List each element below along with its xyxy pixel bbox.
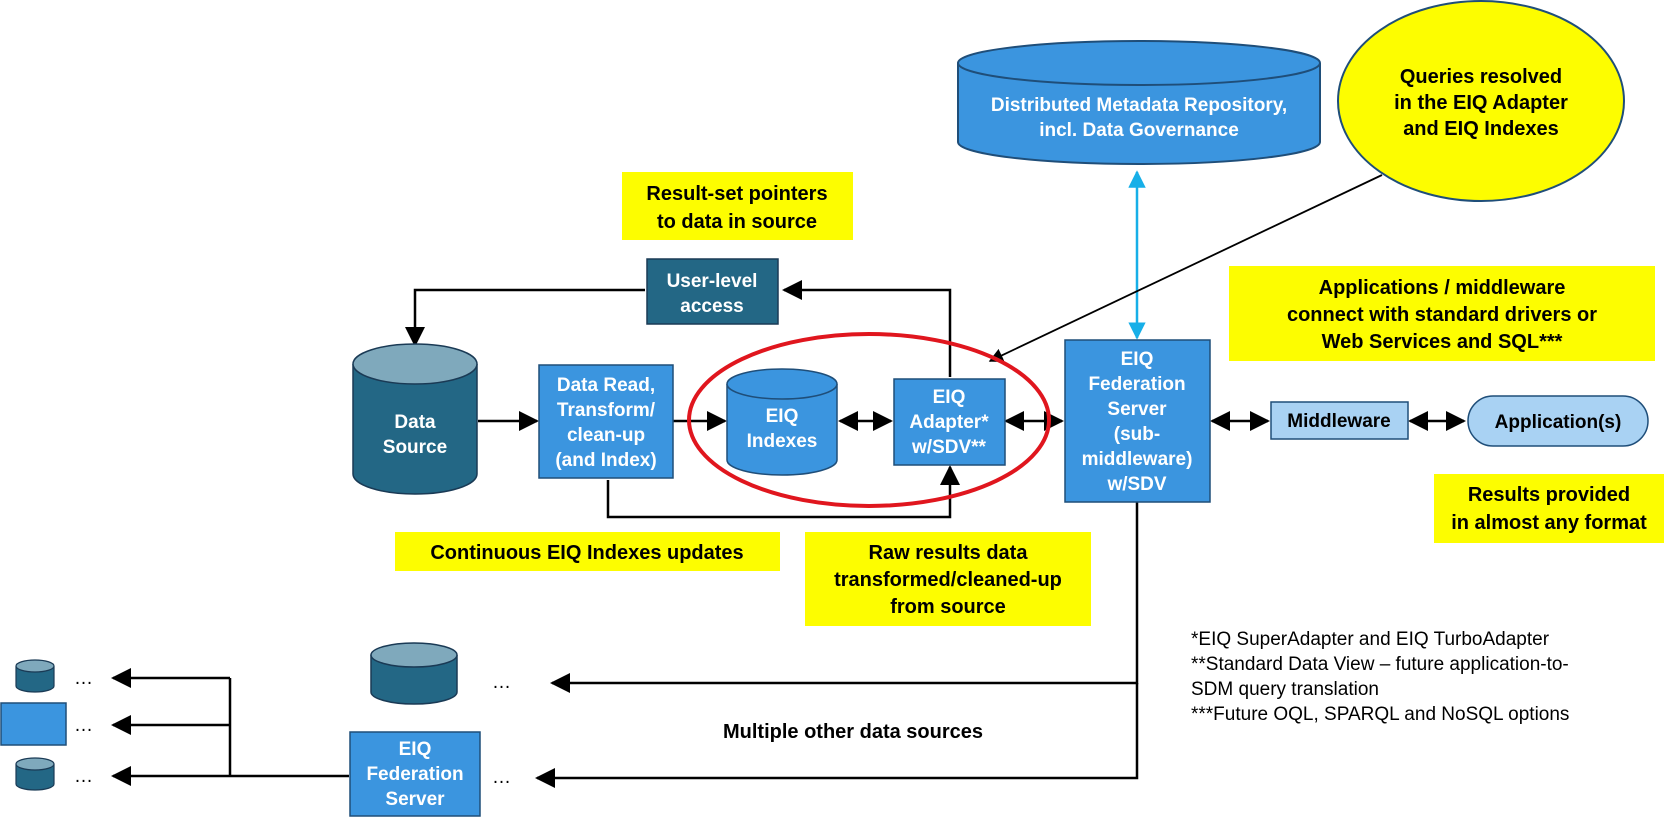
eiq-adapter-box: EIQ Adapter* w/SDV**	[893, 378, 1006, 466]
footnote-2: **Standard Data View – future applicatio…	[1191, 654, 1569, 675]
eiq-adapter-line-3: w/SDV**	[911, 437, 987, 458]
eiq-federation-server-box: EIQ Federation Server (sub- middleware) …	[1064, 339, 1211, 503]
federation-to-small-federation-arrow	[535, 683, 1139, 788]
result-set-pointers-note: Result-set pointers to data in source	[622, 172, 853, 240]
federation-line-1: EIQ	[1121, 349, 1154, 370]
footnote-4: ***Future OQL, SPARQL and NoSQL options	[1191, 704, 1569, 725]
raw-results-line-2: transformed/cleaned-up	[834, 569, 1062, 591]
eiq-indexes-line-2: Indexes	[747, 431, 818, 452]
apps-connect-line-3: Web Services and SQL***	[1322, 331, 1563, 353]
mini-box	[0, 702, 67, 746]
results-format-line-1: Results provided	[1468, 484, 1630, 506]
mini-cylinder-top	[15, 659, 55, 693]
user-access-to-source-arrow	[405, 288, 645, 347]
highlight-ellipse	[687, 332, 1051, 508]
applications-label: Application(s)	[1495, 412, 1622, 433]
adapter-to-user-access-arrow	[782, 280, 952, 377]
metadata-repository-cylinder: Distributed Metadata Repository, incl. D…	[957, 40, 1321, 165]
applications-pill: Application(s)	[1467, 395, 1649, 447]
multiple-sources-label: Multiple other data sources	[723, 721, 983, 743]
raw-results-line-3: from source	[890, 596, 1006, 618]
federation-line-4: (sub-	[1114, 424, 1160, 445]
queries-line-3: and EIQ Indexes	[1403, 118, 1559, 140]
small-federation-server-box: EIQ Federation Server	[349, 731, 481, 817]
data-source-line-2: Source	[383, 437, 447, 458]
federation-line-6: w/SDV	[1106, 474, 1166, 495]
raw-results-note: Raw results data transformed/cleaned-up …	[805, 532, 1091, 626]
middleware-box: Middleware	[1270, 401, 1409, 440]
results-format-line-2: in almost any format	[1451, 512, 1647, 534]
data-read-line-1: Data Read,	[557, 375, 655, 396]
mini-ellipsis-1: …	[74, 668, 93, 689]
small-federation-line-1: EIQ	[399, 739, 432, 760]
data-read-line-2: Transform/	[557, 400, 656, 421]
data-source-line-1: Data	[394, 412, 436, 433]
apps-connect-note: Applications / middleware connect with s…	[1229, 266, 1655, 361]
small-federation-line-2: Federation	[366, 764, 463, 785]
small-federation-line-3: Server	[385, 789, 445, 810]
footnotes: *EIQ SuperAdapter and EIQ TurboAdapter *…	[1191, 629, 1569, 725]
eiq-adapter-line-1: EIQ	[933, 387, 966, 408]
user-level-access-box: User-level access	[646, 258, 779, 325]
eiq-indexes-line-1: EIQ	[766, 406, 799, 427]
mini-ellipsis-2: …	[74, 715, 93, 736]
metadata-repo-line-1: Distributed Metadata Repository,	[991, 95, 1287, 116]
continuous-updates-note: Continuous EIQ Indexes updates	[395, 532, 780, 571]
federation-line-2: Federation	[1088, 374, 1185, 395]
apps-connect-line-2: connect with standard drivers or	[1287, 304, 1597, 326]
footnote-1: *EIQ SuperAdapter and EIQ TurboAdapter	[1191, 629, 1550, 650]
small-federation-ellipsis: …	[492, 767, 511, 788]
queries-line-1: Queries resolved	[1400, 66, 1562, 88]
result-pointers-line-2: to data in source	[657, 211, 817, 233]
other-data-source-cylinder	[370, 642, 458, 705]
mini-cylinder-bottom	[15, 757, 55, 791]
eiq-indexes-cylinder: EIQ Indexes	[726, 368, 838, 476]
middleware-label: Middleware	[1287, 411, 1390, 432]
user-access-line-1: User-level	[667, 271, 758, 292]
federation-line-5: middleware)	[1082, 449, 1193, 470]
queries-to-adapter-arrow	[988, 174, 1383, 362]
results-format-note: Results provided in almost any format	[1434, 474, 1664, 543]
eiq-adapter-line-2: Adapter*	[909, 412, 989, 433]
continuous-updates-label: Continuous EIQ Indexes updates	[430, 542, 743, 564]
queries-resolved-bubble: Queries resolved in the EIQ Adapter and …	[1337, 0, 1625, 202]
metadata-repo-line-2: incl. Data Governance	[1039, 120, 1239, 141]
result-pointers-line-1: Result-set pointers	[646, 183, 827, 205]
raw-results-line-1: Raw results data	[869, 542, 1029, 564]
apps-connect-line-1: Applications / middleware	[1319, 277, 1566, 299]
read-to-adapter-update-arrow	[606, 465, 960, 519]
other-source-ellipsis: …	[492, 672, 511, 693]
data-read-transform-box: Data Read, Transform/ clean-up (and Inde…	[538, 364, 674, 479]
data-read-line-3: clean-up	[567, 425, 645, 446]
user-access-line-2: access	[680, 296, 743, 317]
queries-line-2: in the EIQ Adapter	[1394, 92, 1568, 114]
data-source-cylinder: Data Source	[352, 343, 478, 495]
federation-line-3: Server	[1107, 399, 1167, 420]
mini-ellipsis-3: …	[74, 766, 93, 787]
footnote-3: SDM query translation	[1191, 679, 1379, 700]
data-read-line-4: (and Index)	[555, 450, 656, 471]
